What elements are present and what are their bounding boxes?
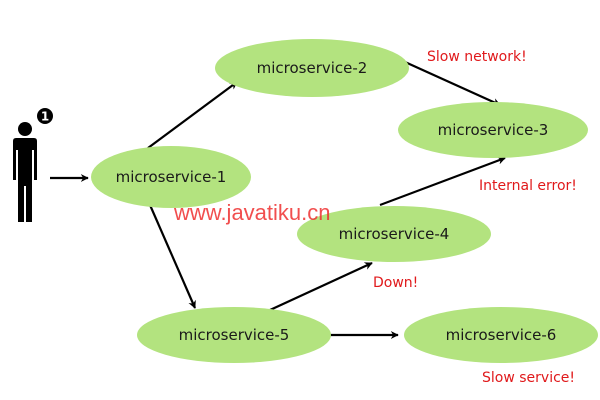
- edge-ms5-ms4: [269, 262, 373, 311]
- node-label: microservice-5: [179, 326, 290, 344]
- edge-ms1-ms2: [147, 81, 238, 149]
- node-label: microservice-1: [116, 168, 227, 186]
- warning-slow-service: Slow service!: [482, 370, 575, 386]
- warning-internal-error: Internal error!: [479, 178, 577, 194]
- edge-ms2-ms3: [404, 60, 501, 107]
- warning-down: Down!: [373, 275, 418, 291]
- step-badge: 1: [37, 108, 53, 124]
- svg-text:1: 1: [41, 110, 49, 124]
- node-ms3[interactable]: microservice-3: [398, 102, 588, 158]
- watermark: www.javatiku.cn: [173, 200, 331, 225]
- edge-ms1-ms5: [148, 204, 197, 309]
- person-icon: [13, 122, 37, 222]
- node-ms4[interactable]: microservice-4: [297, 206, 491, 262]
- node-ms6[interactable]: microservice-6: [404, 307, 598, 363]
- node-label: microservice-2: [257, 59, 368, 77]
- node-label: microservice-6: [446, 326, 557, 344]
- node-ms1[interactable]: microservice-1: [91, 146, 251, 208]
- node-label: microservice-3: [438, 121, 549, 139]
- edge-ms4-ms3: [379, 156, 506, 207]
- warning-slow-network: Slow network!: [427, 49, 527, 65]
- node-ms5[interactable]: microservice-5: [137, 307, 331, 363]
- node-label: microservice-4: [339, 225, 450, 243]
- node-ms2[interactable]: microservice-2: [215, 39, 409, 97]
